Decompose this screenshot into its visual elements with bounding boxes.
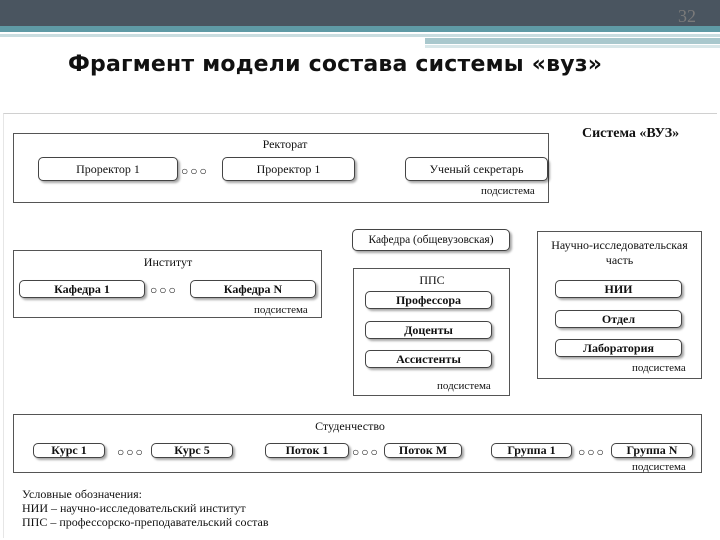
slide-number: 32 <box>678 6 696 26</box>
legend-line: ППС – профессорско-преподавательский сос… <box>22 515 269 529</box>
vice-rector-2-box: Проректор 1 <box>222 157 355 181</box>
ellipsis-dots: ○○○ <box>181 164 209 178</box>
institute-label: Институт <box>143 255 193 269</box>
research-frame <box>537 231 702 379</box>
diagram-figure <box>3 113 717 538</box>
subsystem-label: подсистема <box>632 461 686 473</box>
pps-label: ППС <box>419 273 445 287</box>
department-1-box: Кафедра 1 <box>19 280 145 298</box>
rectorate-frame <box>13 133 549 203</box>
research-label-line2: часть <box>605 253 634 267</box>
subsystem-label: подсистема <box>481 185 535 197</box>
stream-m-box: Поток M <box>384 443 462 458</box>
students-label: Студенчество <box>315 419 385 433</box>
system-title: Система «ВУЗ» <box>582 126 680 141</box>
slide-accent-bar <box>0 26 720 32</box>
rectorate-label: Ректорат <box>262 137 308 151</box>
slide-title: Фрагмент модели состава системы «вуз» <box>68 52 603 77</box>
group-1-box: Группа 1 <box>491 443 572 458</box>
vice-rector-1-box: Проректор 1 <box>38 157 178 181</box>
research-institute-box: НИИ <box>555 280 682 298</box>
slide-decor-band <box>425 38 720 44</box>
legend-line: НИИ – научно-исследовательский институт <box>22 501 246 515</box>
slide-top-bar <box>0 0 720 26</box>
subsystem-label: подсистема <box>437 380 491 392</box>
slide-decor-band <box>425 45 720 48</box>
scientific-secretary-box: Ученый секретарь <box>405 157 548 181</box>
department-n-box: Кафедра N <box>190 280 316 298</box>
course-5-box: Курс 5 <box>151 443 233 458</box>
professors-box: Профессора <box>365 291 492 309</box>
subsystem-label: подсистема <box>632 362 686 374</box>
general-department-box: Кафедра (общевузовская) <box>352 229 510 251</box>
legend: Условные обозначения: НИИ – научно-иссле… <box>22 487 269 529</box>
slide-decor-band <box>0 34 720 37</box>
laboratory-box: Лаборатория <box>555 339 682 357</box>
research-label-line1: Научно-исследовательская <box>551 238 688 252</box>
assistants-box: Ассистенты <box>365 350 492 368</box>
group-n-box: Группа N <box>611 443 693 458</box>
research-division-box: Отдел <box>555 310 682 328</box>
ellipsis-dots: ○○○ <box>578 445 606 459</box>
docents-box: Доценты <box>365 321 492 339</box>
students-frame <box>13 414 702 473</box>
ellipsis-dots: ○○○ <box>352 445 380 459</box>
stream-1-box: Поток 1 <box>265 443 349 458</box>
institute-frame <box>13 250 322 318</box>
legend-heading: Условные обозначения: <box>22 487 143 501</box>
course-1-box: Курс 1 <box>33 443 105 458</box>
subsystem-label: подсистема <box>254 304 308 316</box>
ellipsis-dots: ○○○ <box>150 283 178 297</box>
ellipsis-dots: ○○○ <box>117 445 145 459</box>
pps-frame <box>353 268 510 396</box>
